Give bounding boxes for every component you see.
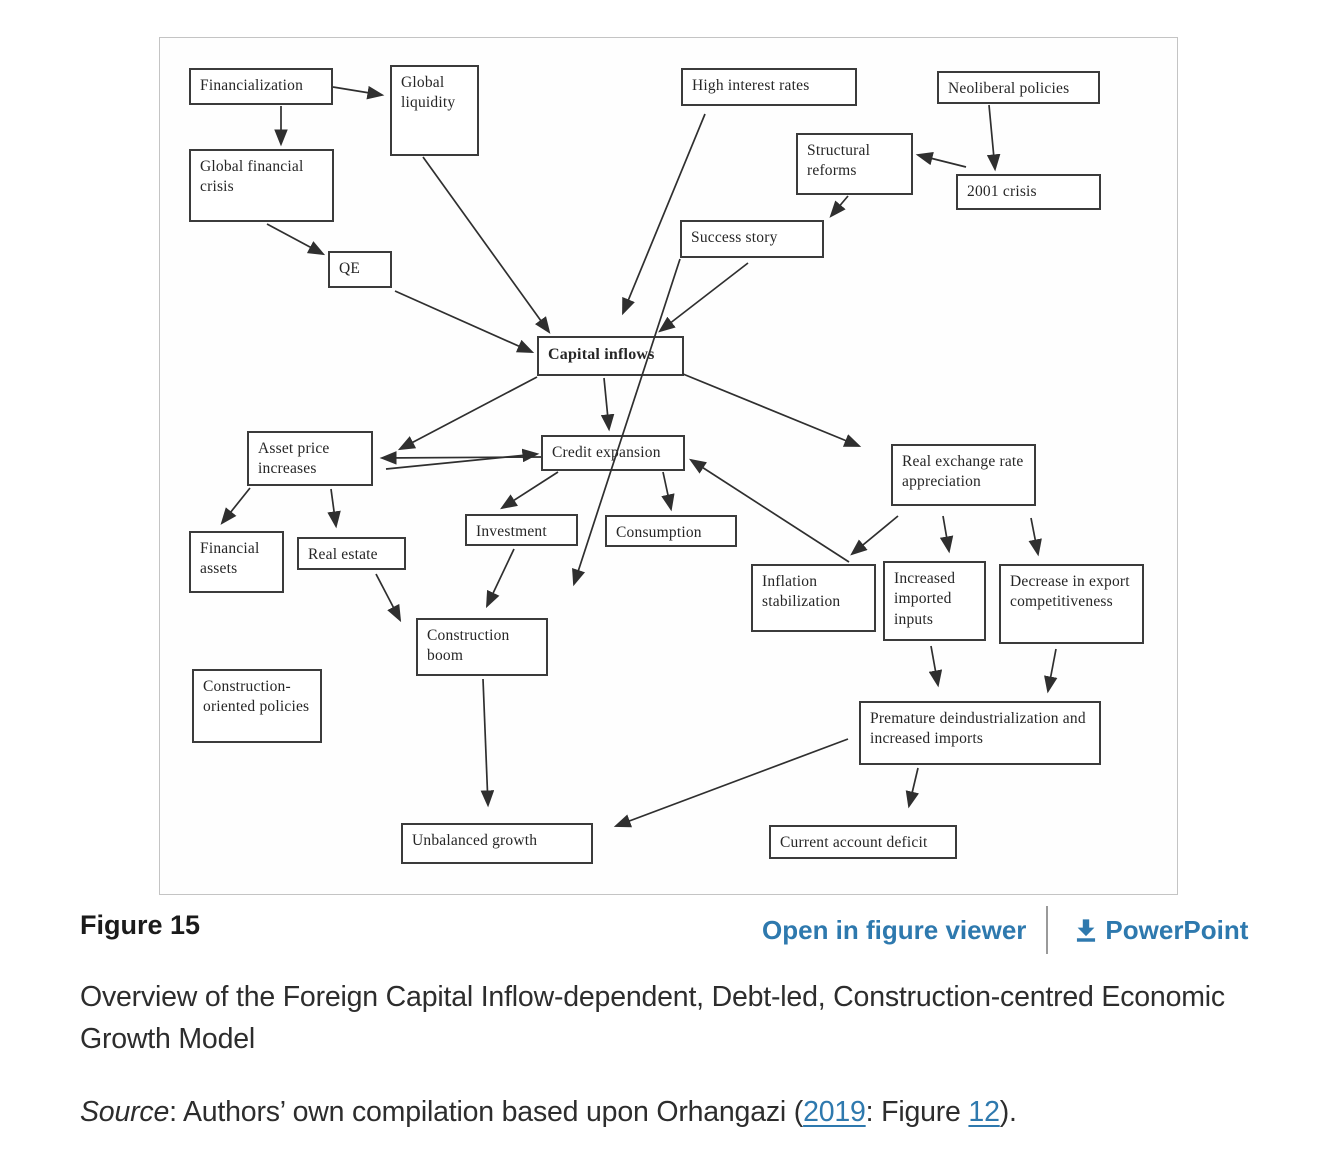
download-icon [1077, 919, 1096, 942]
figure-caption: Overview of the Foreign Capital Inflow-d… [80, 981, 1225, 1056]
node-current-account-deficit: Current account deficit [769, 825, 957, 859]
node-financial-assets: Financial assets [189, 531, 284, 593]
source-year-link[interactable]: 2019 [803, 1096, 866, 1128]
node-qe: QE [328, 251, 392, 288]
node-global-financial-crisis: Global financial crisis [189, 149, 334, 222]
node-high-interest-rates: High interest rates [681, 68, 857, 106]
node-2001-crisis: 2001 crisis [956, 174, 1101, 210]
node-capital-inflows: Capital inflows [537, 336, 684, 376]
actions-divider [1046, 906, 1049, 954]
node-decrease-in-export-competitiveness: Decrease in export competitiveness [999, 564, 1144, 644]
node-construction-oriented-policies: Construction-oriented policies [192, 669, 322, 743]
node-inflation-stabilization: Inflation stabilization [751, 564, 876, 632]
node-neoliberal-policies: Neoliberal policies [937, 71, 1100, 104]
figure-label: Figure 15 [80, 910, 201, 940]
node-credit-expansion: Credit expansion [541, 435, 685, 471]
node-asset-price-increases: Asset price increases [247, 431, 373, 486]
node-structural-reforms: Structural reforms [796, 133, 913, 195]
node-real-estate: Real estate [297, 537, 406, 570]
node-investment: Investment [465, 514, 578, 546]
node-construction-boom: Construction boom [416, 618, 548, 676]
figure-source: Source: Authors’ own compilation based u… [80, 1092, 1265, 1133]
source-word: Source [80, 1096, 170, 1128]
node-success-story: Success story [680, 220, 824, 258]
source-text-1: : Authors’ own compilation based upon Or… [169, 1096, 804, 1128]
node-real-exchange-rate-appreciation: Real exchange rate appreciation [891, 444, 1036, 506]
figure-image-panel: Financialization Global liquidity Global… [159, 37, 1178, 895]
source-text-2: : Figure [865, 1096, 969, 1128]
node-financialization: Financialization [189, 68, 333, 105]
powerpoint-label: PowerPoint [1105, 914, 1249, 945]
node-premature-deindustrialization: Premature deindustrialization and increa… [859, 701, 1101, 765]
powerpoint-download-link[interactable]: PowerPoint [1070, 914, 1248, 946]
node-increased-imported-inputs: Increased imported inputs [883, 561, 986, 641]
node-unbalanced-growth: Unbalanced growth [401, 823, 593, 864]
source-figure-link[interactable]: 12 [968, 1096, 1000, 1128]
node-consumption: Consumption [605, 515, 737, 547]
source-text-3: ). [999, 1096, 1017, 1128]
figure-actions: Open in figure viewer PowerPoint [762, 906, 1248, 954]
open-in-figure-viewer-link[interactable]: Open in figure viewer [762, 914, 1027, 945]
node-global-liquidity: Global liquidity [390, 65, 479, 156]
